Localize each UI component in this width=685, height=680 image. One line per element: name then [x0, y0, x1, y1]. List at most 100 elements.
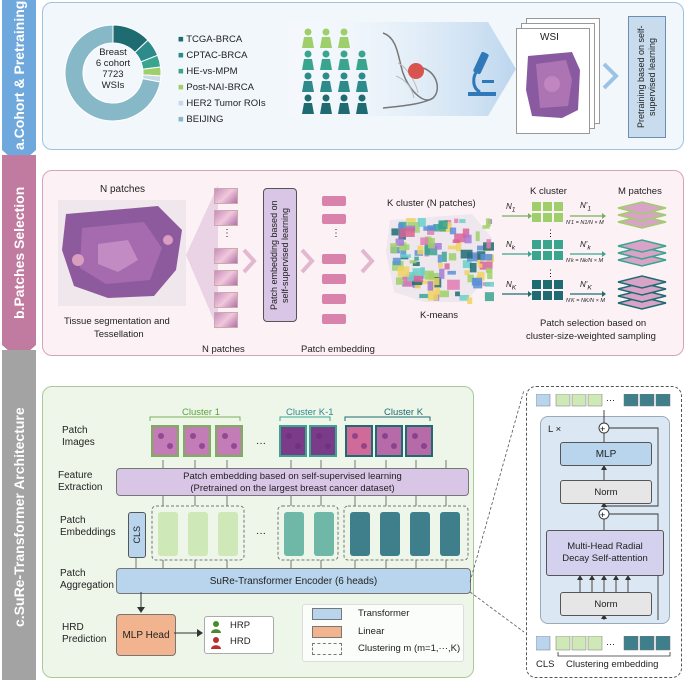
token	[555, 394, 571, 407]
embedding-token	[380, 512, 400, 556]
cluster-1-label: Cluster 1	[182, 407, 221, 418]
legend-transformer-label: Transformer	[358, 608, 410, 619]
mlp-head-box: MLP Head	[116, 614, 176, 656]
embedding-token	[314, 512, 334, 556]
svg-text:⋮: ⋮	[546, 268, 555, 278]
chevron-right-icon	[360, 248, 375, 274]
patch-image	[345, 425, 373, 457]
embedding-token	[158, 512, 178, 556]
patch-embedding-label: Patch embedding	[301, 344, 375, 355]
patch-image	[279, 425, 307, 457]
nk-label: Nk	[506, 240, 516, 252]
patch-thumbnail	[214, 188, 238, 204]
token	[639, 394, 655, 407]
token	[639, 636, 655, 651]
norm-top-label: Norm	[594, 486, 618, 498]
person-icon	[211, 621, 221, 633]
patch-thumbnail	[214, 248, 238, 264]
selection-caption-1: Patch selection based on	[540, 318, 647, 329]
embedding-token	[440, 512, 460, 556]
encoder-detail-tokens-bottom: ···	[536, 636, 671, 651]
nKp-label: N'K	[580, 280, 592, 292]
cluster-cell	[532, 240, 541, 249]
cls-token: CLS	[128, 512, 146, 558]
dataset-item: ■ Post-NAI-BRCA	[178, 82, 254, 93]
donut-line-3: 7723	[102, 69, 124, 80]
patch-image	[375, 425, 403, 457]
sidebar-arrows	[2, 0, 36, 680]
cls-label: CLS	[132, 526, 142, 544]
token	[655, 394, 671, 407]
token	[623, 394, 639, 407]
wsi-label: WSI	[540, 32, 559, 43]
patch-column: ⋮	[214, 188, 238, 328]
patch-image	[183, 425, 211, 457]
wsi-thumbnail	[526, 52, 580, 118]
patch-thumbnail	[214, 210, 238, 226]
tissue-slide	[58, 200, 186, 306]
formula-K: N'K = NK/N × M	[566, 298, 605, 304]
ellipsis-label: ⋮	[331, 228, 341, 239]
chevron-right-icon	[300, 248, 315, 274]
nK-label: NK	[506, 280, 517, 292]
pretraining-label: Pretraining based on self-supervised lea…	[636, 25, 657, 129]
breast-icon	[382, 32, 439, 109]
n-patches-top-label: N patches	[100, 184, 146, 195]
dataset-list: ■ TCGA-BRCA ■ CPTAC-BRCA ■ HE-vs-MPM ■ P…	[178, 32, 266, 128]
dataset-item: ■ BEIJING	[178, 114, 224, 125]
sidebar-arrow-c	[2, 350, 36, 680]
mlp-block: MLP	[560, 442, 652, 466]
embedding-vector	[322, 274, 346, 284]
dataset-item: ■ HE-vs-MPM	[178, 66, 238, 77]
patch-image	[309, 425, 337, 457]
embedding-vector	[322, 214, 346, 224]
mlp-to-output-arrow	[174, 629, 203, 637]
tissue-caption-2: Tessellation	[94, 329, 144, 340]
n-patches-bottom-label: N patches	[202, 344, 245, 355]
k-cluster-label: K cluster	[530, 186, 567, 197]
norm-bottom-block: Norm	[560, 592, 652, 616]
np-arrows	[570, 213, 606, 297]
token	[655, 636, 671, 651]
clustering-embedding-bracket	[557, 652, 671, 657]
sidebar-label-b: b.Patches Selection	[11, 186, 27, 319]
embedding-vector	[322, 294, 346, 304]
fan-triangle	[186, 185, 218, 330]
feature-extraction-box: Patch embedding based on self-supervised…	[116, 468, 469, 496]
embedding-box: Patch embedding based on self-supervised…	[263, 188, 297, 322]
token	[623, 636, 639, 651]
sampled-patch	[617, 275, 667, 289]
patch-image-row: ···	[151, 425, 433, 457]
cluster-cell	[532, 291, 541, 300]
cluster-cell	[554, 291, 563, 300]
legend-swatch-transformer	[312, 608, 342, 620]
cluster-cell	[554, 202, 563, 211]
dataset-item: ■ CPTAC-BRCA	[178, 50, 248, 61]
patch-image	[215, 425, 243, 457]
embedding-token	[218, 512, 238, 556]
donut-line-4: WSIs	[101, 80, 125, 91]
cluster-k-label: Cluster K	[384, 407, 424, 418]
sampled-patch	[617, 201, 667, 215]
cluster-cell	[554, 213, 563, 222]
cluster-cell	[543, 202, 552, 211]
legend-swatch-linear	[312, 626, 342, 638]
tissue-caption-1: Tissue segmentation and	[64, 316, 170, 327]
cluster-k1-label: Cluster K-1	[286, 407, 334, 418]
cluster-cell	[543, 251, 552, 260]
m-patches-label: M patches	[618, 186, 662, 197]
n-arrows	[502, 213, 532, 297]
row-connectors	[135, 460, 447, 568]
norm-bottom-label: Norm	[594, 598, 618, 610]
patch-thumbnail	[214, 292, 238, 308]
cluster-cell	[554, 240, 563, 249]
ellipsis-label: ···	[256, 528, 266, 539]
mha-block: Multi-Head Radial Decay Self-attention	[546, 530, 664, 576]
hrd-label: HRD	[230, 636, 251, 647]
donut-line-2: 6 cohort	[95, 58, 131, 69]
svg-text:+: +	[600, 424, 605, 434]
